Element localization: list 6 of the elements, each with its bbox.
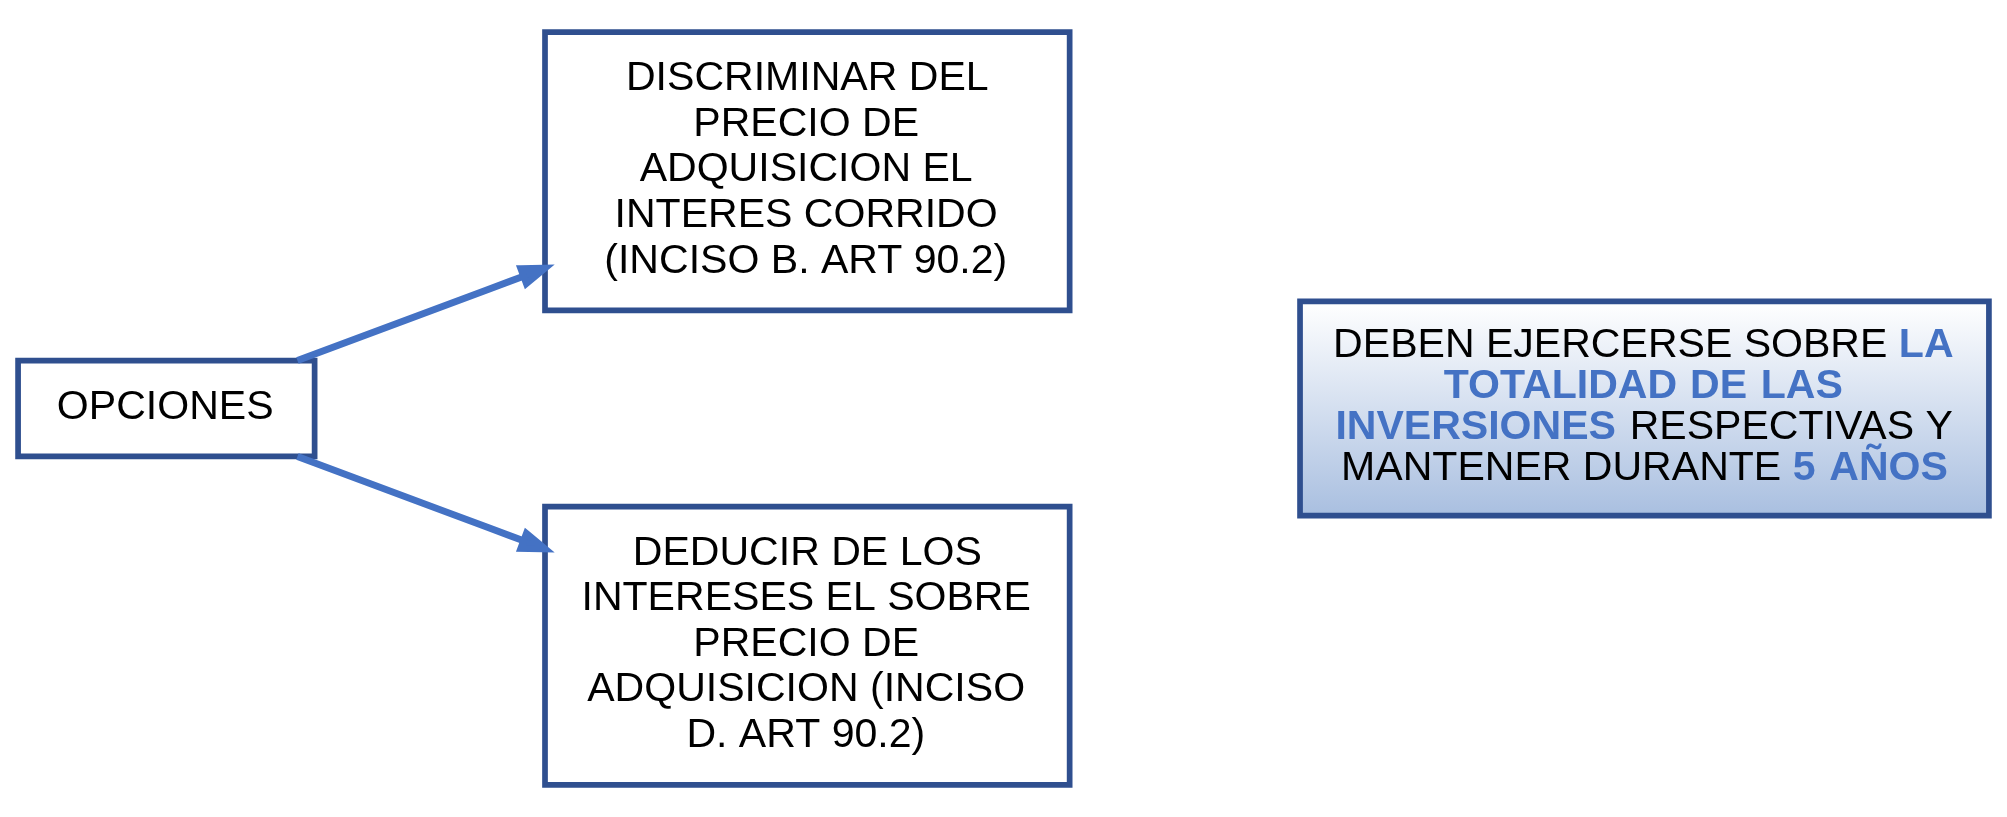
- node-box: DEDUCIR DE LOS INTERESES EL SOBRE PRECIO DE ADQUISICION (INCISO D. ART 90.2): [542, 503, 1073, 788]
- arrow: [296, 264, 555, 364]
- node-box: OPCIONES: [15, 357, 318, 460]
- node-box: DISCRIMINAR DEL PRECIO DE ADQUISICION EL INTERES CORRIDO (INCISO B. ART 90.2): [542, 29, 1073, 314]
- node-box: DEBEN EJERCERSE SOBRE LA TOTALIDAD DE LAS INVERSIONES RESPECTIVAS Y MANTENER DURANTE 5 AÑOS: [1297, 298, 1992, 519]
- arrow: [296, 453, 555, 553]
